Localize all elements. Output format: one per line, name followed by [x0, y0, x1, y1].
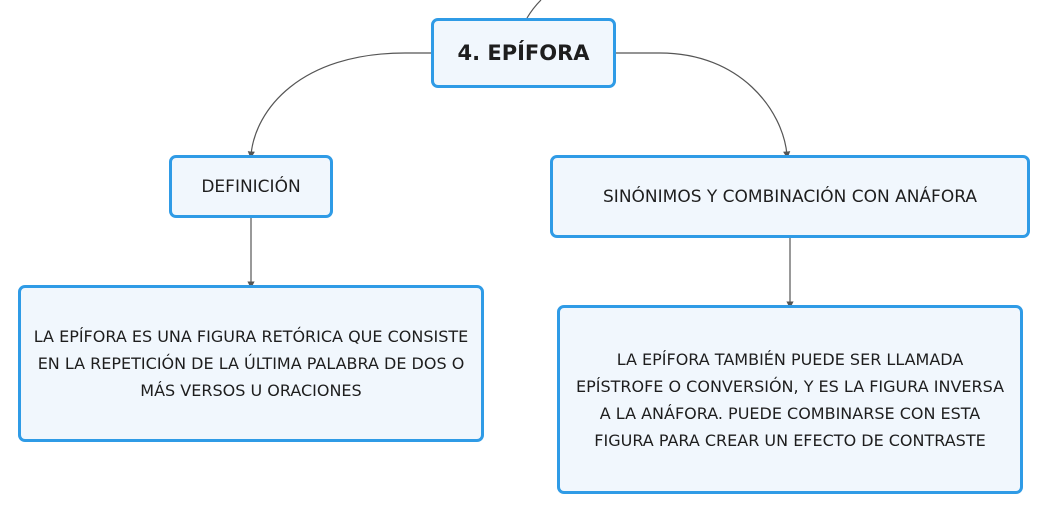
definition-detail-node[interactable]: LA EPÍFORA ES UNA FIGURA RETÓRICA QUE CO… — [18, 285, 484, 442]
definition-topic-label: DEFINICIÓN — [201, 176, 301, 197]
definition-detail-text: LA EPÍFORA ES UNA FIGURA RETÓRICA QUE CO… — [33, 327, 469, 400]
connector-parent-to-root — [526, 0, 542, 19]
synonyms-detail-node[interactable]: LA EPÍFORA TAMBIÉN PUEDE SER LLAMADA EPÍ… — [557, 305, 1023, 494]
synonyms-detail-text: LA EPÍFORA TAMBIÉN PUEDE SER LLAMADA EPÍ… — [575, 349, 1005, 450]
connector-root-to-synonyms — [616, 52, 791, 159]
synonyms-topic-label: SINÓNIMOS Y COMBINACIÓN CON ANÁFORA — [603, 186, 977, 207]
synonyms-topic-node[interactable]: SINÓNIMOS Y COMBINACIÓN CON ANÁFORA — [550, 155, 1030, 238]
connector-root-to-definition — [247, 52, 431, 159]
root-topic-node[interactable]: 4. EPÍFORA — [431, 18, 616, 88]
root-topic-label: 4. EPÍFORA — [457, 41, 590, 65]
definition-topic-node[interactable]: DEFINICIÓN — [169, 155, 333, 218]
